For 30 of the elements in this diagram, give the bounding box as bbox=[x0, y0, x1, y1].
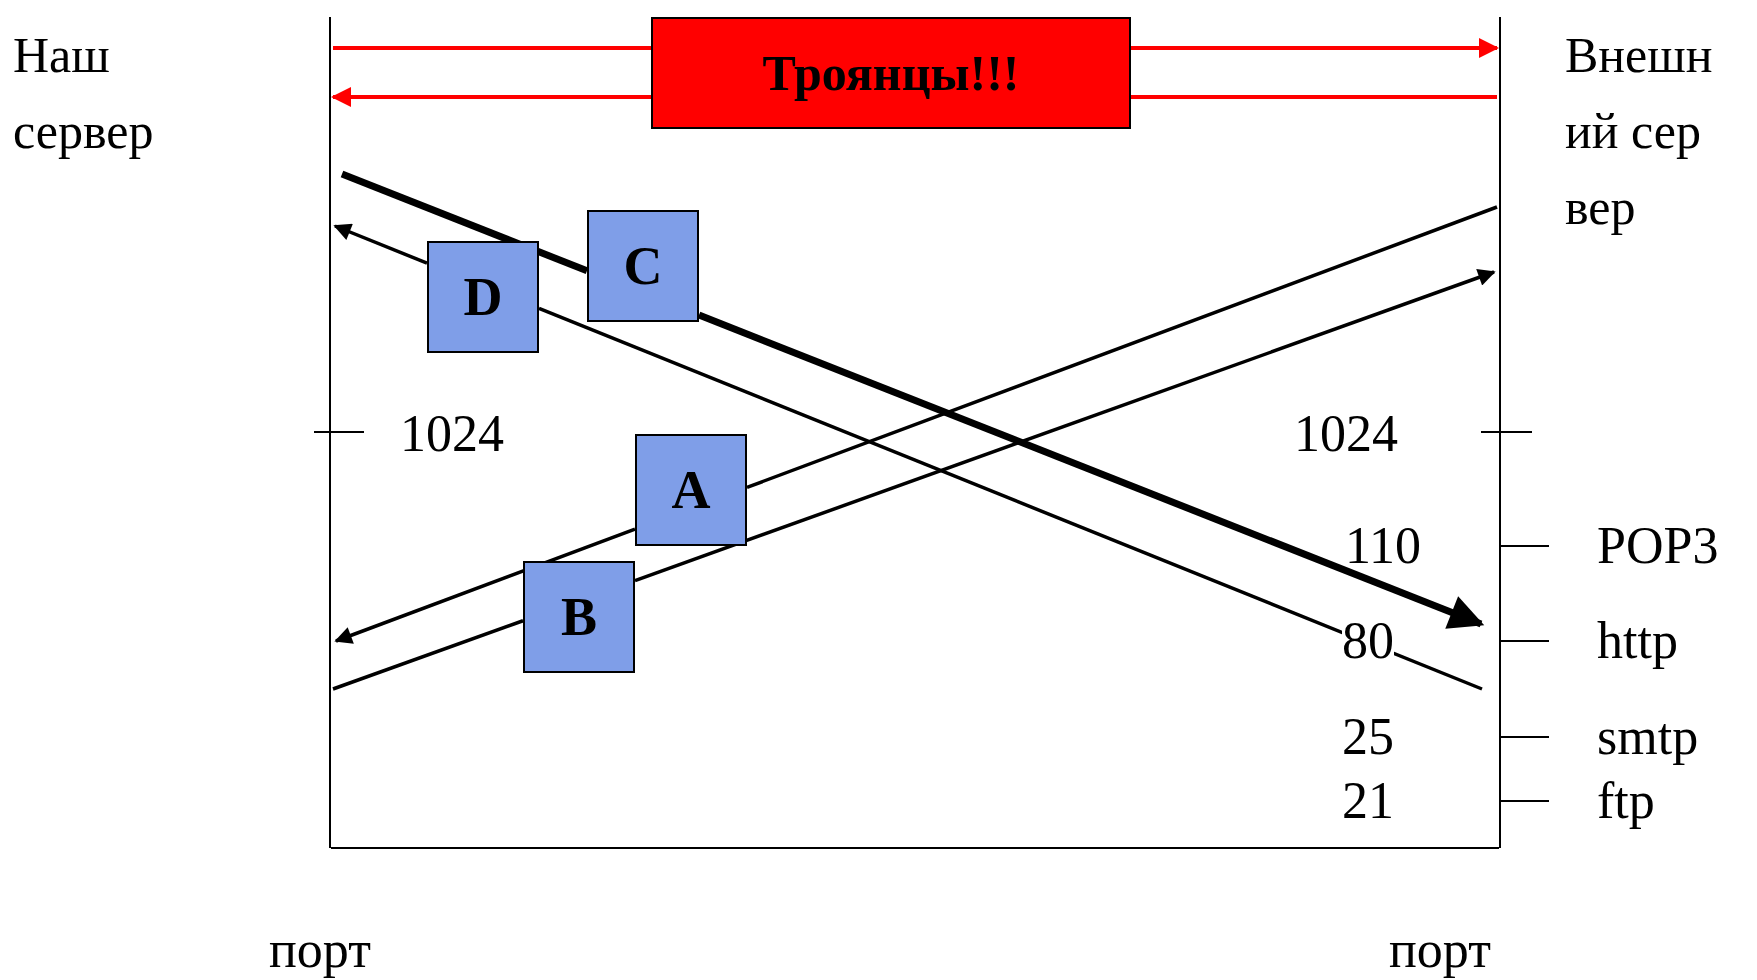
line bbox=[333, 46, 651, 50]
connection-box: C bbox=[587, 210, 699, 322]
connection-box: A bbox=[635, 434, 747, 546]
line bbox=[340, 170, 589, 275]
arrow bbox=[1131, 38, 1499, 58]
port-number: 25 bbox=[1342, 707, 1394, 767]
line bbox=[1131, 95, 1497, 99]
port-number: 1024 bbox=[1294, 404, 1398, 464]
port-number: 1024 bbox=[400, 404, 504, 464]
connection-box: B bbox=[523, 561, 635, 673]
protocol-name: ftp bbox=[1597, 771, 1655, 831]
arrow bbox=[333, 223, 428, 265]
port-number: 21 bbox=[1342, 771, 1394, 831]
server-heading: Внешний сервер bbox=[1565, 26, 1714, 237]
protocol-name: http bbox=[1597, 611, 1678, 671]
arrow bbox=[334, 527, 636, 644]
protocol-name: POP3 bbox=[1597, 516, 1719, 576]
warning-box: Троянцы!!! bbox=[651, 17, 1131, 129]
protocol-name: smtp bbox=[1597, 707, 1699, 767]
arrow bbox=[634, 269, 1496, 583]
server-axis bbox=[13, 17, 331, 848]
line bbox=[538, 306, 1483, 691]
axis-title: порт bbox=[1389, 920, 1491, 980]
arrow bbox=[331, 87, 651, 107]
axis-title: порт bbox=[269, 920, 371, 980]
port-number: 110 bbox=[1345, 516, 1422, 576]
connection-box: D bbox=[427, 241, 539, 353]
server-heading: Наш сервер bbox=[13, 26, 155, 161]
line bbox=[746, 205, 1498, 489]
line bbox=[332, 619, 524, 691]
